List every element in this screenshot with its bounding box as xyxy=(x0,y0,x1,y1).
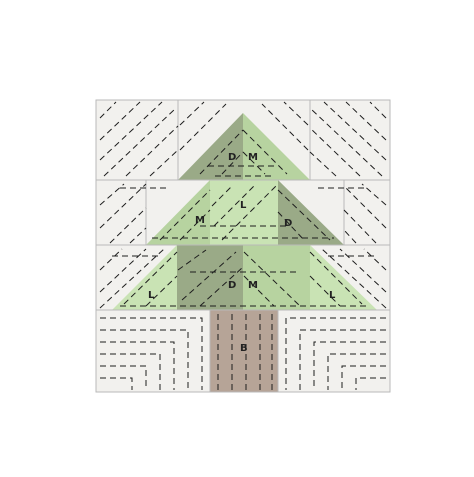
label-mid-m: M xyxy=(195,215,205,226)
label-top-m: M xyxy=(248,152,258,163)
lower-tier-medium-part xyxy=(243,245,310,310)
top-tier-dark-half xyxy=(178,113,243,180)
middle-tier-dark-part xyxy=(278,180,344,245)
label-top-d: D xyxy=(228,152,236,163)
label-mid-d: D xyxy=(284,218,292,229)
quilting-stitch-lines xyxy=(99,101,387,390)
label-mid-l: L xyxy=(240,200,247,211)
lower-tier-dark-part xyxy=(177,245,243,310)
label-low-d: D xyxy=(228,280,236,291)
label-low-l-left: L xyxy=(148,290,155,301)
grid-lines xyxy=(95,99,391,393)
lower-tier-right-light xyxy=(310,245,377,310)
label-low-l-right: L xyxy=(329,290,336,301)
top-tier-medium-half xyxy=(243,113,310,180)
middle-tier-light-part xyxy=(210,180,278,245)
label-low-m: M xyxy=(248,280,258,291)
label-trunk-b: B xyxy=(240,343,248,354)
lower-tier-left-light xyxy=(112,245,177,310)
middle-tier-medium-part xyxy=(146,180,210,245)
tree-trunk xyxy=(210,310,278,392)
